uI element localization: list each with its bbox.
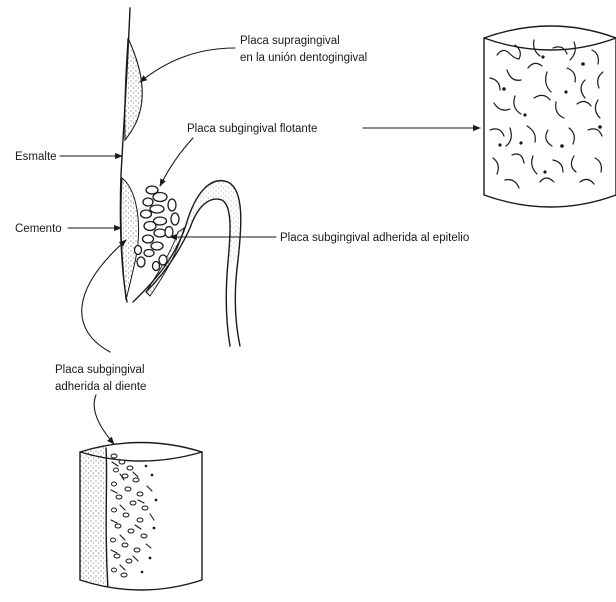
attached-tooth-plaque [121,178,139,300]
label-adherida-diente-line2: adherida al diente [55,381,146,393]
arrow-flotante [160,138,193,186]
label-cemento: Cemento [15,223,62,235]
label-adherida-diente-line1: Placa subgingival [55,364,145,376]
arrow-supragingival [140,48,235,82]
label-adherida-epitelio: Placa subgingival adherida al epitelio [280,232,469,244]
label-flotante: Placa subgingival flotante [187,123,317,135]
attached-plaque-magnification [80,430,202,602]
label-esmalte: Esmalte [15,151,57,163]
label-supragingival-line1: Placa supragingival [240,35,340,47]
supragingival-plaque [125,38,143,140]
arrow-adherida-diente [82,240,126,352]
label-supragingival-line2: en la unión dentogingival [240,52,367,64]
floating-plaque-magnification [484,26,616,207]
arrow-adherida-diente-magnification [94,395,114,444]
